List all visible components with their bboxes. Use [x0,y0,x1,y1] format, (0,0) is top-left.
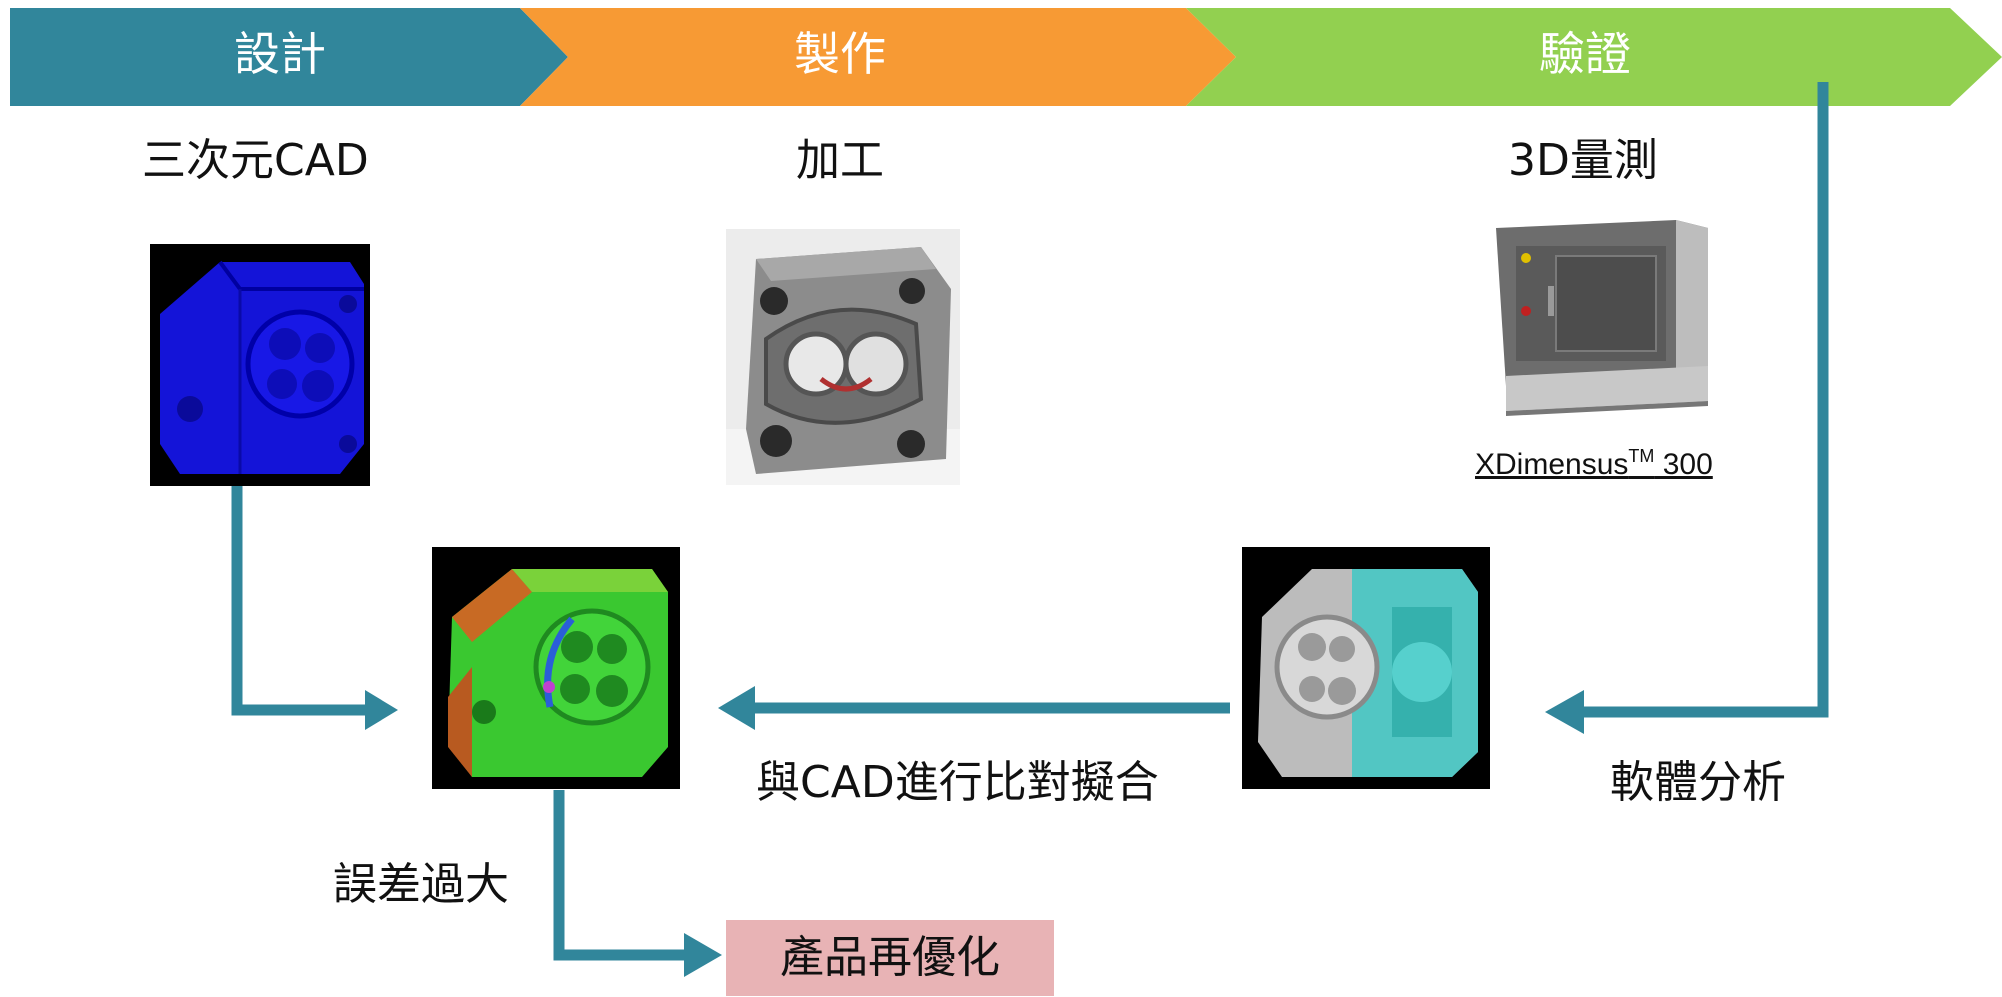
stage-make-label: 製作 [794,27,886,81]
result-box: 產品再優化 [726,920,1054,996]
analysis-label: 軟體分析 [1610,757,1786,808]
stage-design-label: 設計 [234,27,326,81]
stage-verify-chevron [1186,8,2002,106]
arrowhead-analysis [1545,690,1584,734]
arrowhead-compare [718,686,755,730]
cad-model-image [150,244,370,486]
arrowhead-to-compare [365,690,398,730]
process-banner [10,8,2002,106]
verify-to-analysis-connector [1580,82,1829,718]
error-label: 誤差過大 [333,859,509,910]
arrowhead-result [684,933,722,977]
stage-design-chevron [10,8,568,106]
verify-sub-label: 3D量測 [1508,135,1658,186]
compare-label: 與CAD進行比對擬合 [756,757,1159,808]
xdimensus-machine-photo [1486,216,1712,422]
design-to-compare-connector [231,486,370,716]
machine-caption: XDimensusTM 300 [1475,446,1713,481]
scan-overlay-image [1242,547,1490,789]
deviation-colormap-image [432,547,680,789]
machined-part-photo [726,229,960,485]
stage-make-chevron [520,8,1236,106]
stage-verify-label: 驗證 [1539,27,1631,81]
design-sub-label: 三次元CAD [142,135,369,186]
make-sub-label: 加工 [796,135,884,186]
error-to-result-connector [553,790,690,961]
